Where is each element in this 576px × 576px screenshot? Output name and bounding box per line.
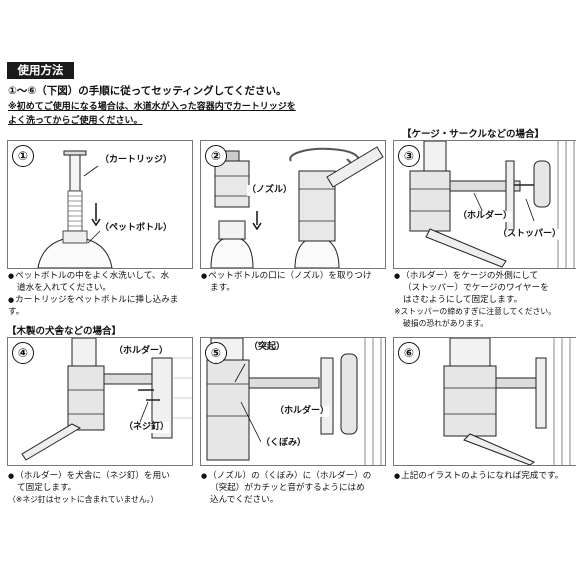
desc-text: （突起）がカチッと音がするようにはめ	[210, 483, 365, 493]
completed-drawing	[443, 338, 571, 465]
desc-text: 道水を入れてください。	[17, 283, 112, 293]
step-2-illustration: ② （ノズル）	[200, 140, 386, 269]
protrusion-label: （突起）	[249, 342, 286, 353]
desc-text: （ノズル）の（くぼみ）に（ホルダー）の	[208, 471, 372, 481]
step-number: ①	[12, 145, 34, 167]
step-1-description: ペットボトルの中をよく水洗いして、水 道水を入れてください。 カートリッジをペッ…	[8, 270, 190, 318]
step-number: ⑤	[205, 342, 227, 364]
cartridge-label: （カートリッジ）	[100, 155, 173, 166]
desc-text: ペットボトルの中をよく水洗いして、水	[15, 271, 170, 281]
desc-text: 込んでください。	[210, 495, 279, 505]
step-number: ④	[12, 342, 34, 364]
step-number: ②	[205, 145, 227, 167]
step-number: ⑥	[398, 342, 420, 364]
note-text: （※ネジ釘はセットに含まれていません。）	[8, 495, 159, 504]
section-cage-heading: 【ケージ・サークルなどの場合】	[402, 129, 545, 140]
desc-text: て固定します。	[17, 483, 77, 493]
holder-label: （ホルダー）	[458, 211, 513, 222]
holder-label: （ホルダー）	[275, 406, 330, 417]
desc-text: ます。	[210, 283, 235, 293]
nozzle-attach-drawing	[210, 146, 384, 268]
step-6-description: 上記のイラストのようになれば完成です。	[394, 470, 576, 482]
step-4-illustration: ④ （ホルダー） （ネジ釘）	[7, 337, 193, 466]
section-wood-heading: 【木製の犬舎などの場合】	[7, 326, 122, 337]
step-5-illustration: ⑤ （突起） （ホルダー） （くぼみ）	[200, 337, 386, 466]
nozzle-holder-click-drawing	[206, 338, 382, 465]
nozzle-label: （ノズル）	[247, 185, 293, 196]
cartridge-bottle-drawing	[37, 150, 113, 268]
warning-text: 破損の恐れがあります。	[403, 319, 488, 328]
desc-text: ペットボトルの口に（ノズル）を取りつけ	[208, 271, 372, 281]
bottle-label: （ペットボトル）	[100, 223, 173, 234]
screw-label: （ネジ釘）	[124, 422, 170, 433]
intro-line-2: ※初めてご使用になる場合は、水道水が入った容器内でカートリッジを	[8, 102, 296, 112]
step-4-description: （ホルダー）を犬舎に（ネジ釘）を用い て固定します。 （※ネジ釘はセットに含まれ…	[8, 470, 190, 506]
step-number: ③	[398, 145, 420, 167]
step-3-description: （ホルダー）をケージの外側にして （ストッパー）でケージのワイヤーを はさむよう…	[394, 270, 576, 330]
step-6-illustration: ⑥	[393, 337, 576, 466]
desc-text: 上記のイラストのようになれば完成です。	[401, 471, 564, 481]
desc-text: （ストッパー）でケージのワイヤーを	[403, 283, 549, 293]
stopper-label: （ストッパー）	[498, 229, 562, 240]
warning-text: ※ストッパーの締めすぎに注意してください。	[394, 307, 557, 316]
step-2-description: ペットボトルの口に（ノズル）を取りつけ ます。	[201, 270, 383, 294]
intro-line-3: よく洗ってからご使用ください。	[8, 116, 143, 126]
holder-label: （ホルダー）	[114, 346, 169, 357]
step-1-illustration: ① （カートリッジ） （ペットボトル）	[7, 140, 193, 269]
intro-line-1: ①〜⑥（下図）の手順に従ってセッティングしてください。	[8, 85, 287, 97]
step-3-illustration: ③ （ホルダー） （ストッパー）	[393, 140, 576, 269]
wood-holder-drawing	[21, 338, 192, 461]
desc-text: （ホルダー）をケージの外側にして	[401, 271, 539, 281]
desc-text: カートリッジをペットボトルに挿し込みます。	[8, 295, 179, 317]
desc-text: はさむようにして固定します。	[403, 295, 523, 305]
notch-label: （くぼみ）	[261, 438, 307, 449]
desc-text: （ホルダー）を犬舎に（ネジ釘）を用い	[15, 471, 170, 481]
step-5-description: （ノズル）の（くぼみ）に（ホルダー）の （突起）がカチッと音がするようにはめ 込…	[201, 470, 383, 506]
cage-holder-drawing	[409, 141, 575, 268]
section-title: 使用方法	[7, 62, 74, 79]
